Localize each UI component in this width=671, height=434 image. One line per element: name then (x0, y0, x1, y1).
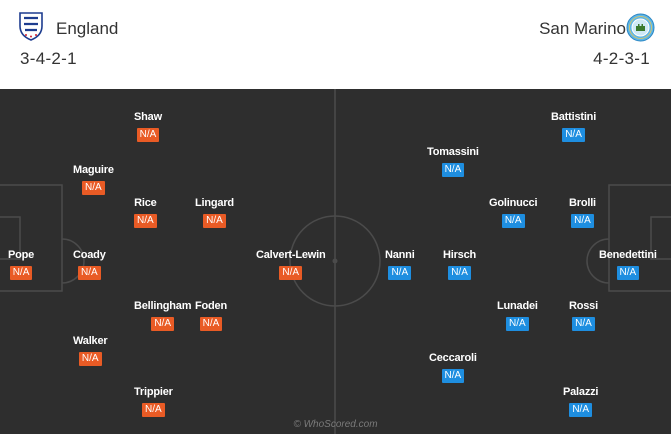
england-crest-icon[interactable] (18, 11, 44, 41)
player-name: Battistini (551, 111, 597, 123)
player-name: Pope (8, 249, 35, 261)
player-home-walker[interactable]: Walker N/A (73, 335, 108, 366)
player-home-lingard[interactable]: Lingard N/A (195, 197, 234, 228)
rating-badge: N/A (82, 181, 105, 195)
rating-badge: N/A (562, 128, 585, 142)
pitch-markings (0, 89, 671, 434)
rating-badge: N/A (136, 128, 160, 142)
rating-badge: N/A (77, 266, 101, 280)
player-home-trippier[interactable]: Trippier N/A (134, 386, 173, 417)
player-away-tomassini[interactable]: Tomassini N/A (427, 146, 479, 177)
home-team-name[interactable]: England (56, 19, 119, 38)
rating-badge: N/A (78, 352, 102, 366)
san-marino-crest-icon[interactable] (626, 13, 655, 42)
rating-badge: N/A (279, 266, 303, 280)
player-name: Calvert-Lewin (256, 249, 326, 261)
rating-badge: N/A (616, 266, 640, 280)
player-away-golinucci[interactable]: Golinucci N/A (489, 197, 538, 228)
rating-badge: N/A (448, 266, 471, 280)
player-away-lunadei[interactable]: Lunadei N/A (497, 300, 538, 331)
player-name: Lingard (195, 197, 234, 209)
watermark: © WhoScored.com (293, 419, 378, 430)
player-name: Brolli (569, 197, 596, 209)
player-name: Lunadei (497, 300, 538, 312)
player-home-foden[interactable]: Foden N/A (195, 300, 227, 331)
player-home-maguire[interactable]: Maguire N/A (73, 164, 114, 195)
player-name: Hirsch (443, 249, 477, 261)
player-name: Golinucci (489, 197, 538, 209)
match-header: England 3-4-2-1 San Marino 4-2-3-1 (0, 0, 671, 88)
player-away-ceccaroli[interactable]: Ceccaroli N/A (429, 352, 477, 383)
player-name: Nanni (385, 249, 415, 261)
rating-badge: N/A (203, 214, 226, 228)
rating-badge: N/A (571, 214, 594, 228)
pitch: Pope N/A Maguire N/A Coady N/A Walker N/… (0, 89, 671, 434)
rating-badge: N/A (569, 403, 592, 417)
rating-badge: N/A (441, 369, 465, 383)
player-away-hirsch[interactable]: Hirsch N/A (443, 249, 476, 280)
player-name: Bellingham (134, 300, 192, 312)
rating-badge: N/A (388, 266, 412, 280)
player-name: Palazzi (563, 386, 599, 398)
rating-badge: N/A (506, 317, 529, 331)
player-home-pope[interactable]: Pope N/A (8, 249, 34, 280)
player-name: Maguire (73, 164, 114, 176)
home-formation: 3-4-2-1 (20, 49, 77, 68)
away-team-name[interactable]: San Marino (539, 19, 626, 38)
player-name: Ceccaroli (429, 352, 477, 364)
player-away-brolli[interactable]: Brolli N/A (569, 197, 596, 228)
player-name: Trippier (134, 386, 173, 398)
player-name: Coady (73, 249, 106, 261)
player-name: Benedettini (599, 249, 657, 261)
player-away-rossi[interactable]: Rossi N/A (569, 300, 598, 331)
player-away-palazzi[interactable]: Palazzi N/A (563, 386, 598, 417)
rating-badge: N/A (151, 317, 174, 331)
rating-badge: N/A (572, 317, 595, 331)
player-home-coady[interactable]: Coady N/A (73, 249, 106, 280)
rating-badge: N/A (441, 163, 465, 177)
player-name: Walker (73, 335, 108, 347)
player-home-bellingham[interactable]: Bellingham N/A (134, 300, 191, 331)
player-home-rice[interactable]: Rice N/A (134, 197, 157, 228)
rating-badge: N/A (501, 214, 525, 228)
player-name: Rossi (569, 300, 598, 312)
rating-badge: N/A (134, 214, 157, 228)
rating-badge: N/A (9, 266, 33, 280)
player-name: Rice (134, 197, 157, 209)
player-home-calvert-lewin[interactable]: Calvert-Lewin N/A (256, 249, 326, 280)
player-home-shaw[interactable]: Shaw N/A (134, 111, 162, 142)
player-name: Shaw (134, 111, 162, 123)
rating-badge: N/A (142, 403, 165, 417)
away-formation: 4-2-3-1 (593, 49, 650, 68)
player-name: Foden (195, 300, 227, 312)
player-away-nanni[interactable]: Nanni N/A (385, 249, 415, 280)
player-away-battistini[interactable]: Battistini N/A (551, 111, 596, 142)
rating-badge: N/A (199, 317, 223, 331)
player-name: Tomassini (427, 146, 479, 158)
player-away-benedettini[interactable]: Benedettini N/A (599, 249, 657, 280)
